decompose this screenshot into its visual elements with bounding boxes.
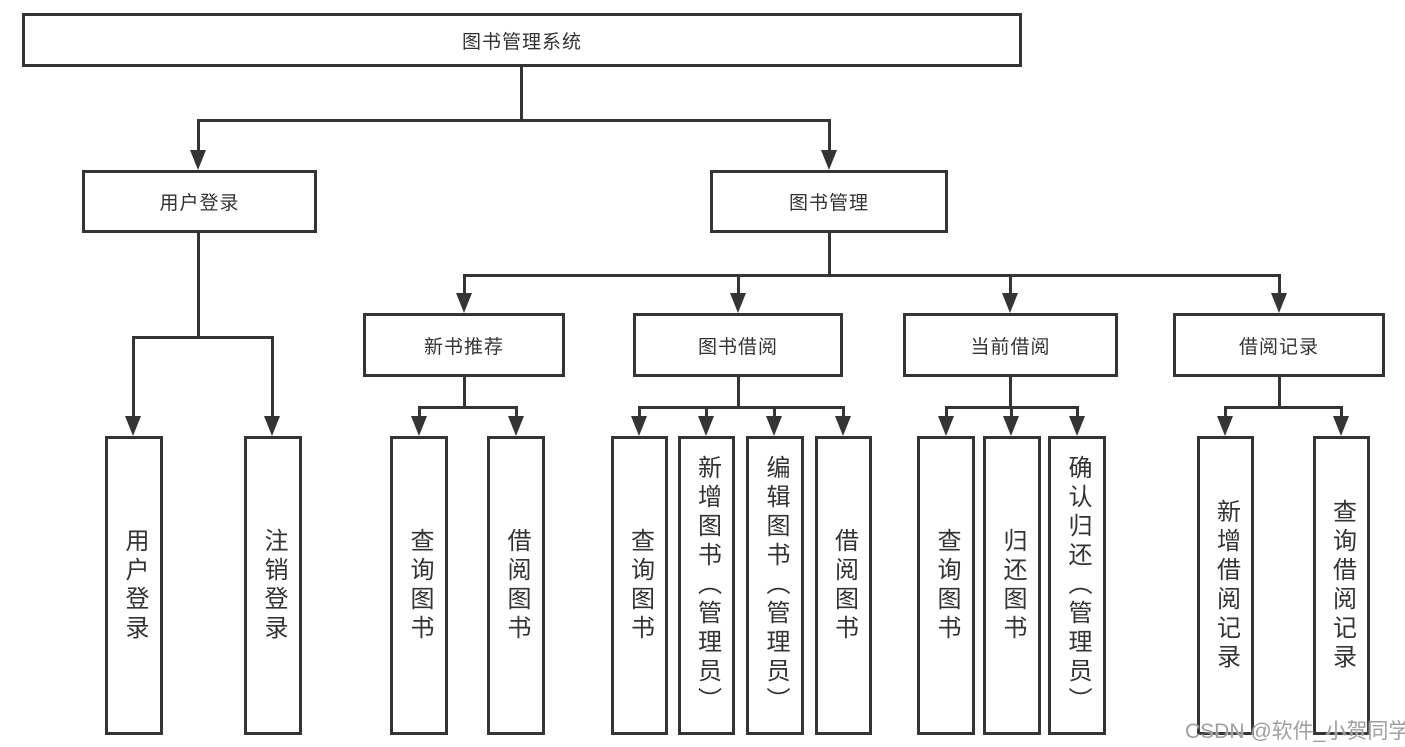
leaf-label: 查询借阅记录 xyxy=(1328,498,1356,673)
connector-arrow-down-icon xyxy=(821,150,837,170)
connector-line xyxy=(464,274,1281,277)
connector-arrow-down-icon xyxy=(264,416,280,436)
connector-line xyxy=(520,67,523,120)
node-current-borrowing: 当前借阅 xyxy=(903,313,1118,377)
leaf-borrow-books-recommend: 借阅图书 xyxy=(487,436,545,735)
connector-arrow-down-icon xyxy=(1003,416,1019,436)
connector-line xyxy=(463,377,466,408)
connector-arrow-down-icon xyxy=(1333,416,1349,436)
leaf-label: 确认归还（管理员） xyxy=(1064,455,1091,716)
connector-line xyxy=(419,406,518,409)
leaf-query-books-borrowing: 查询图书 xyxy=(611,436,668,735)
connector-line xyxy=(705,406,708,418)
connector-arrow-down-icon xyxy=(730,293,746,313)
connector-line xyxy=(737,274,740,295)
connector-line xyxy=(828,119,831,154)
node-book-management: 图书管理 xyxy=(710,170,948,233)
csdn-watermark: CSDN @软件_小贺同学 xyxy=(1185,720,1405,743)
leaf-confirm-return-admin: 确认归还（管理员） xyxy=(1048,436,1106,735)
leaf-add-borrow-record: 新增借阅记录 xyxy=(1197,436,1254,735)
connector-line xyxy=(1225,406,1343,409)
node-borrowing-records: 借阅记录 xyxy=(1173,313,1385,377)
connector-arrow-down-icon xyxy=(938,416,954,436)
leaf-label: 新增图书（管理员） xyxy=(693,455,721,716)
leaf-label: 借阅图书 xyxy=(503,527,530,644)
connector-arrow-down-icon xyxy=(1217,416,1233,436)
connector-arrow-down-icon xyxy=(1271,293,1287,313)
connector-line xyxy=(197,233,200,337)
connector-arrow-down-icon xyxy=(456,293,472,313)
leaf-user-login: 用户登录 xyxy=(105,436,163,735)
leaf-logout: 注销登录 xyxy=(244,436,302,735)
node-new-book-recommend: 新书推荐 xyxy=(363,313,565,377)
connector-line xyxy=(638,406,641,418)
connector-arrow-down-icon xyxy=(125,416,141,436)
leaf-query-books-recommend: 查询图书 xyxy=(390,436,448,735)
node-book-borrowing: 图书借阅 xyxy=(633,313,843,377)
leaf-return-books: 归还图书 xyxy=(983,436,1041,735)
leaf-label: 归还图书 xyxy=(999,527,1026,644)
connector-arrow-down-icon xyxy=(631,416,647,436)
connector-line xyxy=(639,406,845,409)
leaf-label: 用户登录 xyxy=(121,527,148,644)
leaf-edit-books-admin: 编辑图书（管理员） xyxy=(746,436,804,735)
leaf-label: 编辑图书（管理员） xyxy=(762,455,789,716)
leaf-borrow-books: 借阅图书 xyxy=(815,436,872,735)
connector-line xyxy=(133,336,274,339)
connector-line xyxy=(946,406,1079,409)
leaf-query-borrow-record: 查询借阅记录 xyxy=(1313,436,1370,735)
connector-line xyxy=(197,119,200,154)
connector-arrow-down-icon xyxy=(698,416,714,436)
connector-line xyxy=(1278,377,1281,408)
connector-line xyxy=(132,336,135,418)
connector-arrow-down-icon xyxy=(411,416,427,436)
connector-line xyxy=(828,233,831,275)
connector-line xyxy=(737,377,740,408)
connector-line xyxy=(945,406,948,418)
connector-arrow-down-icon xyxy=(1002,293,1018,313)
connector-line xyxy=(198,119,831,122)
node-user-login-group: 用户登录 xyxy=(82,170,317,233)
connector-line xyxy=(1224,406,1227,418)
leaf-add-books-admin: 新增图书（管理员） xyxy=(678,436,735,735)
leaf-label: 注销登录 xyxy=(260,527,287,644)
connector-line xyxy=(842,406,845,418)
connector-line xyxy=(1010,406,1013,418)
connector-line xyxy=(1278,274,1281,295)
connector-arrow-down-icon xyxy=(835,416,851,436)
leaf-label: 查询图书 xyxy=(626,527,654,644)
connector-line xyxy=(271,336,274,418)
leaf-label: 新增借阅记录 xyxy=(1212,498,1240,673)
connector-arrow-down-icon xyxy=(766,416,782,436)
connector-line xyxy=(1009,274,1012,295)
leaf-query-books-current: 查询图书 xyxy=(917,436,975,735)
connector-line xyxy=(418,406,421,418)
connector-line xyxy=(515,406,518,418)
leaf-label: 查询图书 xyxy=(933,527,960,644)
connector-line xyxy=(1340,406,1343,418)
connector-line xyxy=(1076,406,1079,418)
connector-arrow-down-icon xyxy=(508,416,524,436)
connector-line xyxy=(1009,377,1012,408)
leaf-label: 借阅图书 xyxy=(830,527,858,644)
node-library-management-system: 图书管理系统 xyxy=(22,13,1022,67)
connector-arrow-down-icon xyxy=(1069,416,1085,436)
connector-arrow-down-icon xyxy=(190,150,206,170)
connector-line xyxy=(773,406,776,418)
connector-line xyxy=(463,274,466,295)
leaf-label: 查询图书 xyxy=(406,527,433,644)
